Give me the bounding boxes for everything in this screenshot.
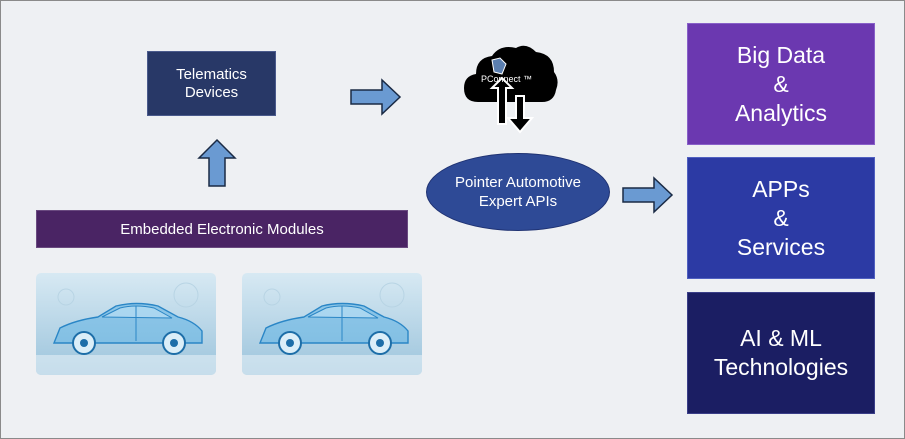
car-wireframe-image bbox=[36, 273, 216, 375]
car-wireframe-image bbox=[242, 273, 422, 375]
expert-apis-node: Pointer Automotive Expert APIs bbox=[426, 153, 610, 231]
big-data-analytics-box: Big Data & Analytics bbox=[687, 23, 875, 145]
ai-ml-technologies-box: AI & ML Technologies bbox=[687, 292, 875, 414]
apps-services-box: APPs & Services bbox=[687, 157, 875, 279]
up-arrow-icon bbox=[197, 138, 237, 187]
cloud-upload-download-icon bbox=[464, 45, 558, 134]
embedded-electronic-modules-box: Embedded Electronic Modules bbox=[36, 210, 408, 248]
right-arrow-icon bbox=[350, 78, 402, 116]
pconnect-label: PConnect ™ bbox=[481, 74, 533, 84]
right-arrow-icon bbox=[622, 176, 674, 214]
telematics-devices-box: Telematics Devices bbox=[147, 51, 276, 116]
